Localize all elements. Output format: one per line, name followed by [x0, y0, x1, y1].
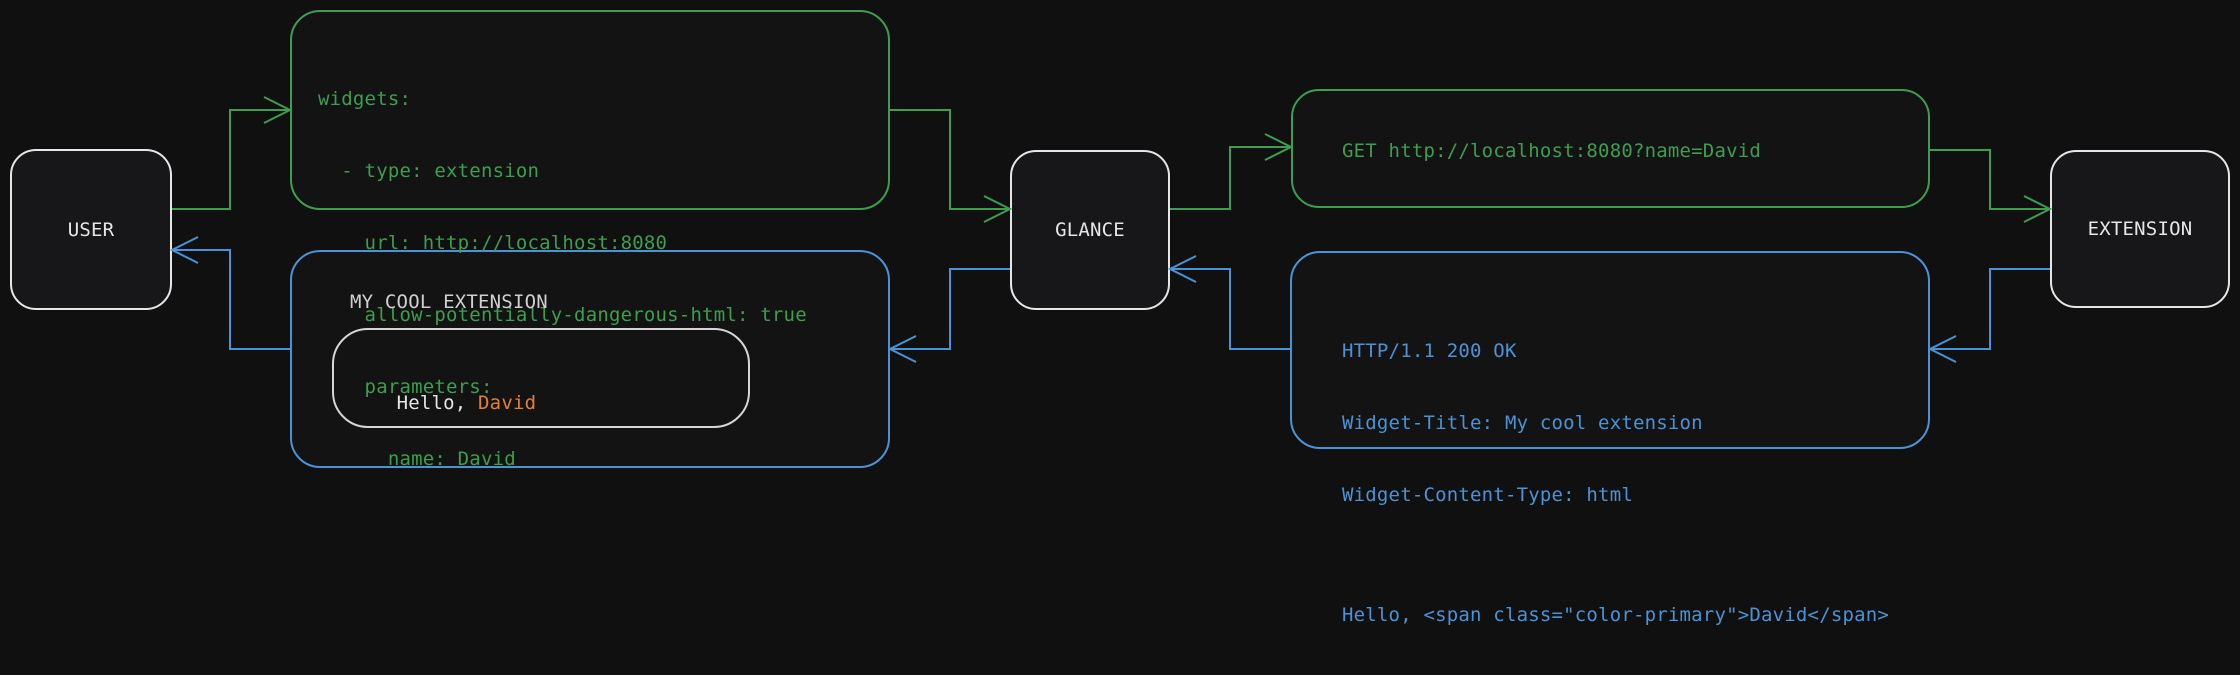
- widget-hello-text: Hello, David: [350, 367, 536, 439]
- arrowhead-config-to-glance: [983, 195, 1013, 223]
- http-request-text: GET http://localhost:8080?name=David: [1342, 140, 1762, 162]
- config-line: widgets:: [318, 88, 412, 110]
- arrowhead-glance-to-widget: [887, 335, 917, 363]
- edge-widget-to-user: [174, 249, 290, 350]
- arrowhead-request-to-extension: [2023, 195, 2053, 223]
- arrowhead-widget-to-user: [169, 236, 199, 264]
- http-response-code: HTTP/1.1 200 OK Widget-Title: My cool ex…: [1342, 291, 1889, 675]
- user-node: USER: [10, 149, 172, 310]
- config-line: parameters:: [318, 376, 493, 398]
- diagram-canvas: USER GLANCE EXTENSION widgets: - type:: [10, 10, 2230, 626]
- arrowhead-response-to-glance: [1167, 255, 1197, 283]
- response-line: Widget-Content-Type: html: [1342, 484, 1633, 506]
- edge-config-to-glance: [890, 109, 1008, 210]
- extension-node-label: EXTENSION: [2087, 218, 2193, 240]
- glance-node-label: GLANCE: [1055, 219, 1125, 241]
- user-node-label: USER: [67, 218, 115, 241]
- config-yaml-code: widgets: - type: extension url: http://l…: [318, 39, 807, 519]
- response-line: HTTP/1.1 200 OK: [1342, 340, 1517, 362]
- config-line: name: David: [318, 448, 516, 470]
- config-line: - type: extension: [318, 160, 540, 182]
- glance-node: GLANCE: [1010, 150, 1170, 310]
- hello-name: David: [478, 392, 537, 414]
- config-line: url: http://localhost:8080: [318, 232, 668, 254]
- http-response-box: [1290, 251, 1930, 449]
- edge-glance-to-request: [1170, 146, 1289, 210]
- edge-glance-to-widget: [892, 268, 1010, 350]
- widget-title: MY COOL EXTENSION: [350, 291, 548, 313]
- edge-request-to-extension: [1930, 149, 2048, 210]
- arrowhead-user-to-config: [263, 96, 293, 124]
- hello-prefix: Hello,: [396, 392, 479, 414]
- config-yaml-box: [290, 10, 890, 210]
- widget-content-frame: [332, 328, 750, 428]
- widget-render-box: [290, 250, 890, 468]
- config-line: allow-potentially-dangerous-html: true: [318, 304, 807, 326]
- extension-node: EXTENSION: [2050, 150, 2230, 308]
- response-line: Widget-Title: My cool extension: [1342, 412, 1703, 434]
- http-request-box: [1291, 89, 1930, 208]
- edge-response-to-glance: [1172, 268, 1290, 350]
- edge-user-to-config: [172, 109, 288, 210]
- edge-extension-to-response: [1932, 268, 2050, 350]
- arrowhead-extension-to-response: [1927, 335, 1957, 363]
- arrowhead-glance-to-request: [1264, 133, 1294, 161]
- response-line: Hello, <span class="color-primary">David…: [1342, 604, 1890, 626]
- edges-layer: [169, 96, 2053, 363]
